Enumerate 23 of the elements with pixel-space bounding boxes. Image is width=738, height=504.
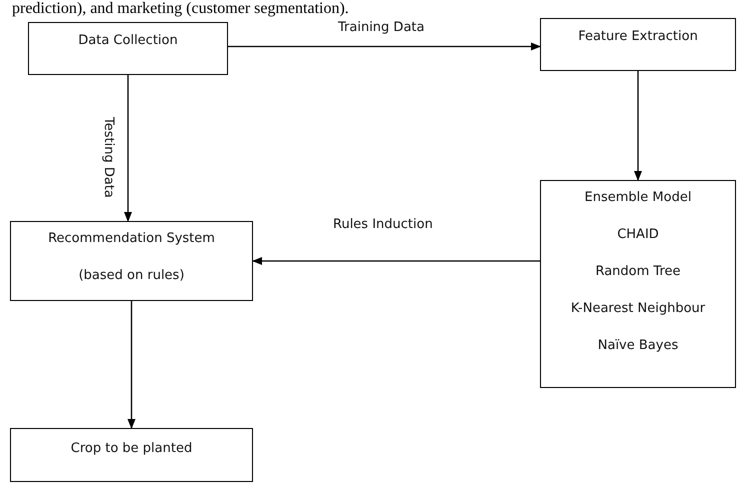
paragraph-text: prediction), and marketing (customer segmentation). xyxy=(12,0,349,17)
box-text: K-Nearest Neighbour xyxy=(570,301,706,316)
edge-label: Testing Data xyxy=(101,116,116,199)
process-box xyxy=(10,428,253,482)
arrow xyxy=(128,301,136,429)
process-box xyxy=(10,221,253,301)
arrow xyxy=(124,75,132,222)
arrow xyxy=(634,71,642,181)
box-text: Random Tree xyxy=(595,264,681,279)
edge-label: Training Data xyxy=(337,20,426,35)
process-box xyxy=(540,18,736,71)
box-text: Recommendation System xyxy=(48,231,215,246)
process-box xyxy=(540,180,736,388)
box-text: Feature Extraction xyxy=(578,29,698,44)
arrow xyxy=(228,42,541,50)
box-text: Data Collection xyxy=(78,33,178,48)
box-text: (based on rules) xyxy=(78,268,184,283)
box-text: Naïve Bayes xyxy=(598,338,678,353)
arrow xyxy=(252,257,540,265)
box-text: Ensemble Model xyxy=(584,190,692,205)
process-box xyxy=(28,22,228,75)
box-text: CHAID xyxy=(617,227,659,242)
box-text: Crop to be planted xyxy=(70,441,192,456)
